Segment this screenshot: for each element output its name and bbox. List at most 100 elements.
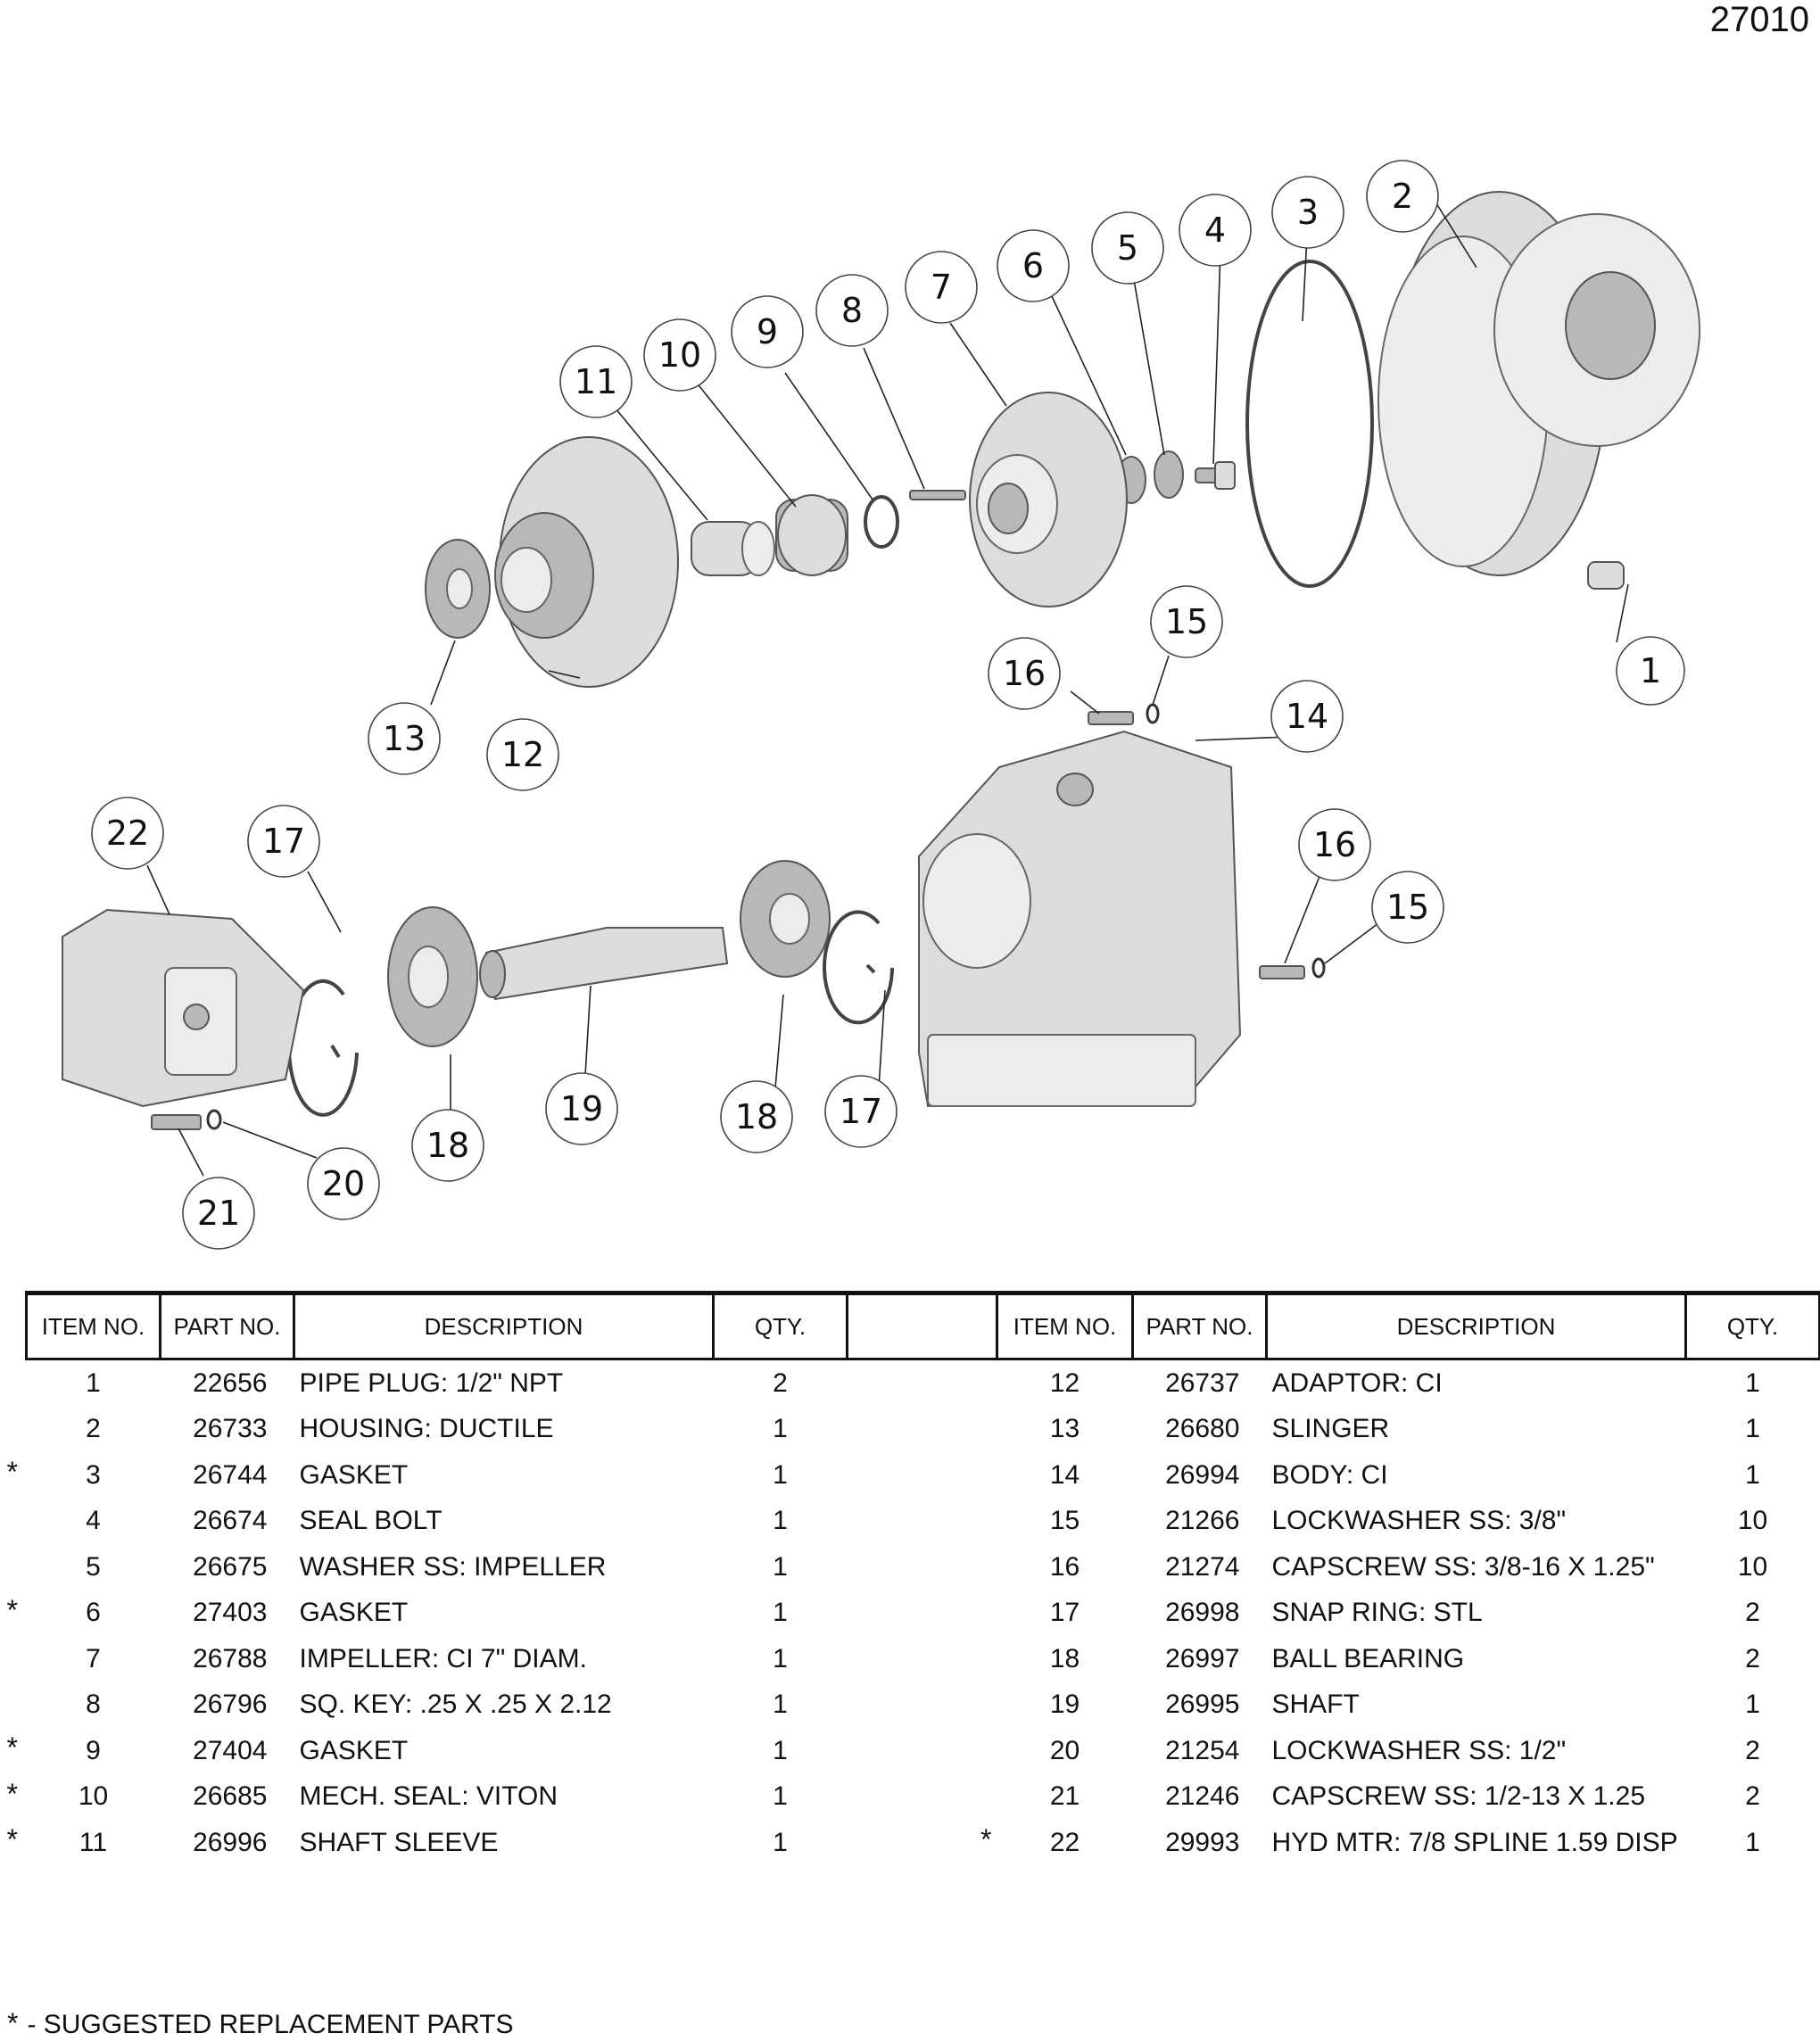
callout-17a: 17 [247,805,320,878]
header-item-no: ITEM NO. [25,1291,161,1360]
replacement-star: * [6,1823,18,1855]
description-cell: CAPSCREW SS: 1/2-13 X 1.25 [1271,1781,1646,1812]
description-cell: HOUSING: DUCTILE [299,1414,554,1444]
svg-text:14: 14 [1286,697,1328,736]
description-cell: BALL BEARING [1271,1643,1465,1673]
qty-cell: 2 [1745,1735,1760,1765]
spacer-cell: * [848,1820,997,1866]
qty-cell: 1 [773,1643,788,1673]
callout-16a: 16 [988,637,1061,710]
part-no-cell: 26997 [1165,1643,1240,1673]
part-no-cell: 21274 [1165,1551,1240,1582]
header-part-no: PART NO. [159,1291,295,1360]
item-no-cell: *3 [7,1452,161,1499]
item-no-cell: 8 [27,1682,161,1729]
callout-15a: 15 [1150,585,1223,658]
part-snap-ring-17b [287,979,359,1117]
qty-cell: 10 [1737,1506,1768,1536]
header-part-no: PART NO. [1131,1291,1268,1360]
description-cell: ADAPTOR: CI [1271,1368,1443,1398]
part-no-cell: 26796 [193,1690,268,1720]
item-no-value: 4 [86,1506,101,1536]
item-no-value: 10 [78,1781,109,1812]
item-no-value: 1 [86,1368,101,1398]
item-no-cell: *6 [7,1591,161,1637]
part-adaptor [494,436,679,688]
replacement-star: * [980,1823,992,1855]
header-description: DESCRIPTION [1265,1291,1687,1360]
replacement-star: * [6,1777,18,1810]
item-no-cell: 16 [1049,1551,1080,1582]
exploded-view-diagram: 1 2 3 4 5 6 7 8 9 10 11 12 13 14 15 16 1… [62,160,1700,1250]
spacer-cell [848,1728,997,1774]
qty-cell: 2 [773,1368,788,1398]
qty-cell: 1 [773,1459,788,1490]
callout-7: 7 [905,251,978,324]
header-qty: QTY. [1684,1291,1820,1360]
qty-cell: 2 [1745,1598,1760,1628]
item-no-cell: 18 [1049,1643,1080,1673]
part-no-cell: 26675 [193,1551,268,1582]
svg-text:2: 2 [1392,177,1413,216]
description-cell: HYD MTR: 7/8 SPLINE 1.59 DISP [1271,1827,1678,1857]
description-cell: GASKET [299,1459,409,1490]
spacer-cell [848,1359,997,1407]
svg-text:11: 11 [575,362,617,401]
svg-text:5: 5 [1117,228,1138,268]
part-no-cell: 27403 [193,1598,268,1628]
part-no-cell: 26994 [1165,1459,1240,1490]
description-cell: SLINGER [1271,1414,1390,1444]
callout-2: 2 [1366,160,1439,233]
svg-text:7: 7 [931,268,952,307]
spacer-cell [848,1407,997,1453]
part-no-cell: 26995 [1165,1690,1240,1720]
description-cell: IMPELLER: CI 7" DIAM. [299,1643,587,1673]
item-no-value: 11 [79,1827,108,1857]
item-no-value: 8 [86,1690,101,1720]
part-lockwasher-20 [206,1109,222,1130]
footnote-text: - SUGGESTED REPLACEMENT PARTS [27,2010,514,2039]
item-no-cell: * 11 [7,1820,161,1866]
qty-cell: 1 [773,1735,788,1765]
qty-cell: 1 [1745,1827,1760,1857]
part-no-cell: 26685 [193,1781,268,1812]
part-gasket-9 [864,495,899,549]
part-housing [1377,191,1700,590]
svg-text:13: 13 [383,719,426,758]
svg-text:17: 17 [262,822,305,861]
part-no-cell: 22656 [193,1368,268,1398]
qty-cell: 1 [773,1551,788,1582]
item-no-value: 2 [86,1414,101,1444]
svg-text:21: 21 [197,1194,240,1233]
callout-8: 8 [815,274,889,347]
svg-text:16: 16 [1003,654,1046,693]
svg-text:18: 18 [735,1097,778,1136]
description-cell: LOCKWASHER SS: 3/8" [1271,1506,1567,1536]
description-cell: SEAL BOLT [299,1506,443,1536]
item-no-value: 7 [86,1643,101,1673]
item-no-value: 9 [86,1735,101,1765]
part-no-cell: 27404 [193,1735,268,1765]
item-no-cell: 5 [27,1544,161,1591]
item-no-cell: 2 [27,1407,161,1453]
spacer-cell [848,1591,997,1637]
callout-3: 3 [1271,176,1344,249]
part-square-key [909,490,966,500]
description-cell: SQ. KEY: .25 X .25 X 2.12 [299,1690,612,1720]
svg-text:10: 10 [658,335,701,375]
svg-text:12: 12 [501,735,544,774]
part-impeller [969,392,1128,607]
parts-list-table: ITEM NO. PART NO. DESCRIPTION QTY. ITEM … [7,1291,1820,1866]
svg-text:18: 18 [426,1126,469,1165]
spacer-cell [848,1499,997,1545]
qty-cell: 1 [773,1827,788,1857]
part-hydraulic-motor [62,908,305,1108]
header-item-no: ITEM NO. [996,1291,1134,1360]
callout-19: 19 [545,1072,618,1145]
header-qty: QTY. [712,1291,848,1360]
